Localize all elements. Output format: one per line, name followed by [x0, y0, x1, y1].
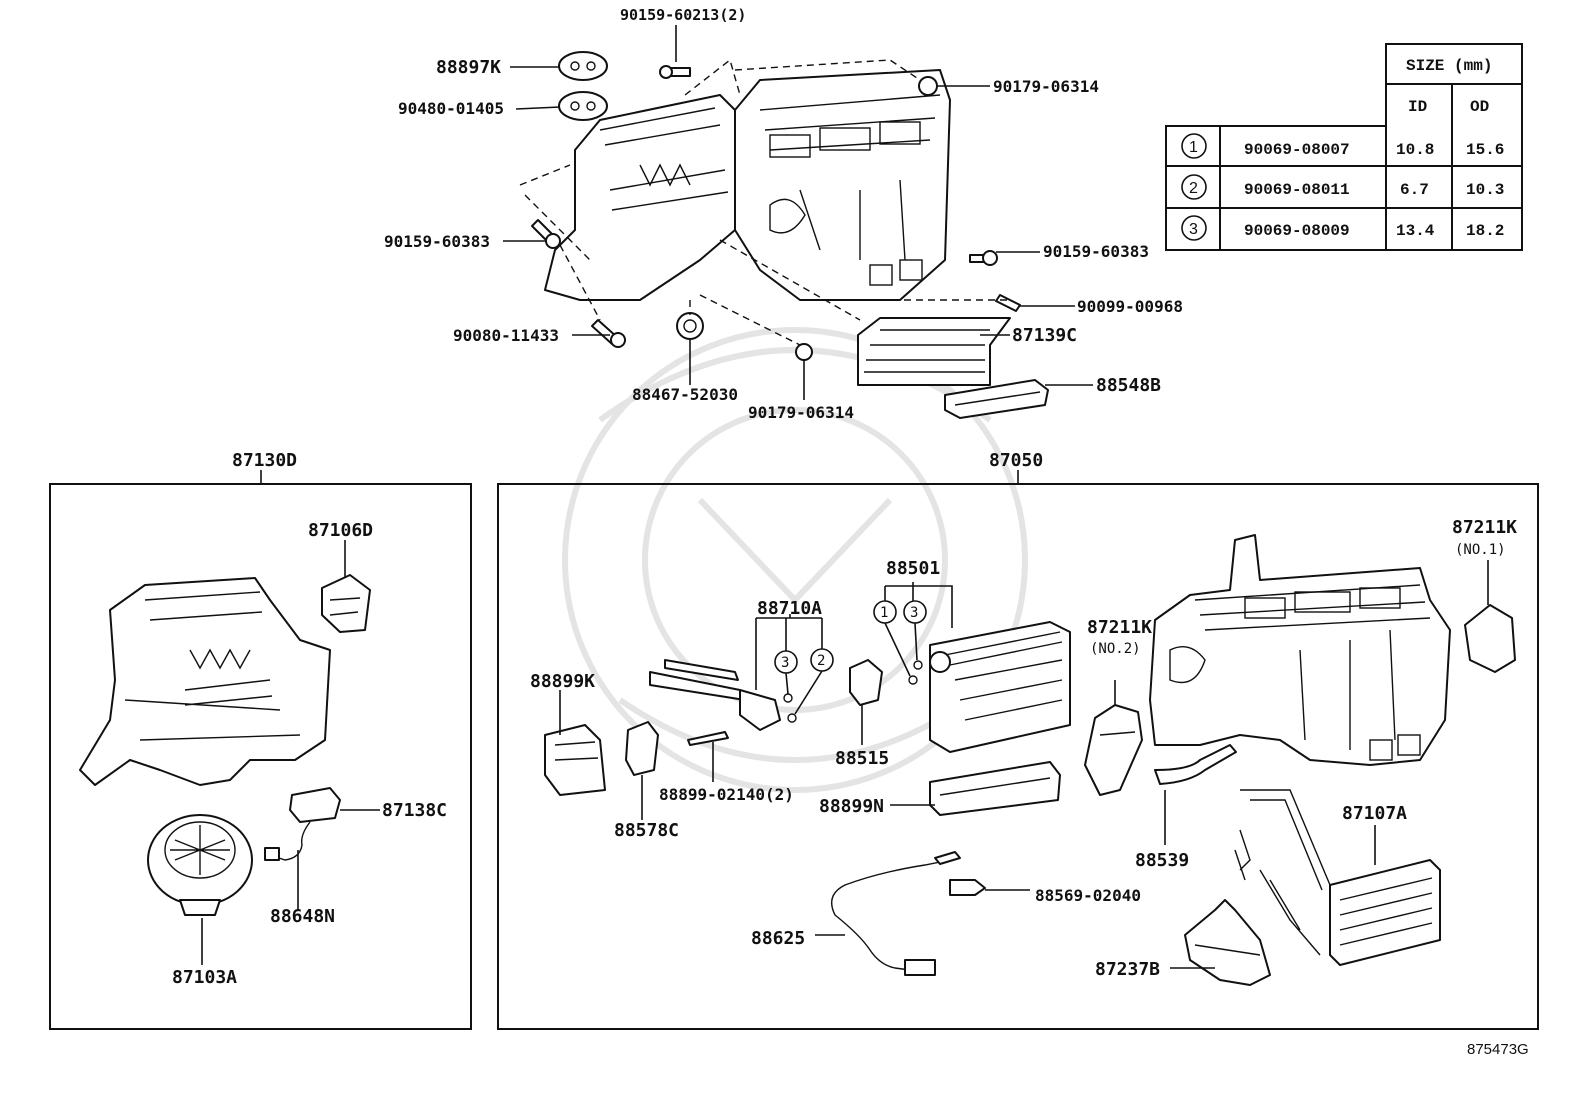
label-90159-60213: 90159-60213(2) — [620, 6, 746, 24]
table-header-size: SIZE (mm) — [1406, 57, 1492, 75]
blower-assembly-box: 87130D 87106D 87138C 88648N 87103A — [49, 450, 472, 1030]
label-88539: 88539 — [1135, 850, 1189, 871]
label-87138C: 87138C — [382, 800, 447, 821]
label-87106D: 87106D — [308, 520, 373, 541]
label-88897K: 88897K — [436, 57, 501, 78]
table-header-id: ID — [1408, 98, 1427, 116]
label-88467-52030: 88467-52030 — [632, 385, 738, 404]
label-90080-11433: 90080-11433 — [453, 326, 559, 345]
label-87107A: 87107A — [1342, 803, 1407, 824]
label-88578C: 88578C — [614, 820, 679, 841]
label-87211K-no2-sub: (NO.2) — [1090, 641, 1141, 657]
label-88515: 88515 — [835, 748, 889, 769]
label-88648N: 88648N — [270, 906, 335, 927]
label-88899K: 88899K — [530, 671, 595, 692]
group-label-87050: 87050 — [989, 450, 1043, 471]
group-label-87130D: 87130D — [232, 450, 297, 471]
label-90159-60383-left: 90159-60383 — [384, 232, 490, 251]
label-88710A: 88710A — [757, 598, 822, 619]
label-88899-02140: 88899-02140(2) — [659, 785, 794, 804]
callout-2-valve: 2 — [817, 653, 825, 669]
callout-1-evaporator: 1 — [880, 605, 888, 621]
callout-3-valve: 3 — [781, 655, 789, 671]
unit-assembly-box: 87050 3 2 1 3 — [497, 450, 1539, 1030]
label-88899N: 88899N — [819, 796, 884, 817]
table-part-1: 90069-08007 — [1244, 141, 1350, 159]
label-90480-01405: 90480-01405 — [398, 99, 504, 118]
table-id-3: 13.4 — [1396, 222, 1435, 240]
watermark-emblem — [562, 327, 1028, 793]
table-od-3: 18.2 — [1466, 222, 1504, 240]
table-ref-2: 2 — [1189, 180, 1198, 197]
table-part-3: 90069-08009 — [1244, 222, 1350, 240]
label-88501: 88501 — [886, 558, 940, 579]
label-87237B: 87237B — [1095, 959, 1160, 980]
table-ref-1: 1 — [1189, 139, 1198, 156]
label-90179-06314-top: 90179-06314 — [993, 77, 1099, 96]
label-90159-60383-right: 90159-60383 — [1043, 242, 1149, 261]
label-88625: 88625 — [751, 928, 805, 949]
table-od-1: 15.6 — [1466, 141, 1504, 159]
drawing-number: 875473G — [1467, 1041, 1529, 1058]
size-table: SIZE (mm) ID OD 1 90069-08007 10.8 15.6 … — [1165, 43, 1523, 251]
label-87211K-no2: 87211K — [1087, 617, 1152, 638]
table-header-od: OD — [1470, 98, 1489, 116]
label-87103A: 87103A — [172, 967, 237, 988]
label-90099-00968: 90099-00968 — [1077, 297, 1183, 316]
label-87211K-no1: 87211K — [1452, 517, 1517, 538]
table-part-2: 90069-08011 — [1244, 181, 1350, 199]
top-exploded-assembly: 90159-60213(2) 88897K 90480-01405 90179-… — [384, 6, 1183, 422]
table-id-2: 6.7 — [1400, 181, 1429, 199]
callout-3-evaporator: 3 — [910, 605, 918, 621]
table-ref-3: 3 — [1189, 221, 1198, 238]
label-87139C: 87139C — [1012, 325, 1077, 346]
table-id-1: 10.8 — [1396, 141, 1434, 159]
table-od-2: 10.3 — [1466, 181, 1504, 199]
label-87211K-no1-sub: (NO.1) — [1455, 542, 1506, 558]
label-88569-02040: 88569-02040 — [1035, 886, 1141, 905]
label-90179-06314-bottom: 90179-06314 — [748, 403, 854, 422]
label-88548B: 88548B — [1096, 375, 1161, 396]
